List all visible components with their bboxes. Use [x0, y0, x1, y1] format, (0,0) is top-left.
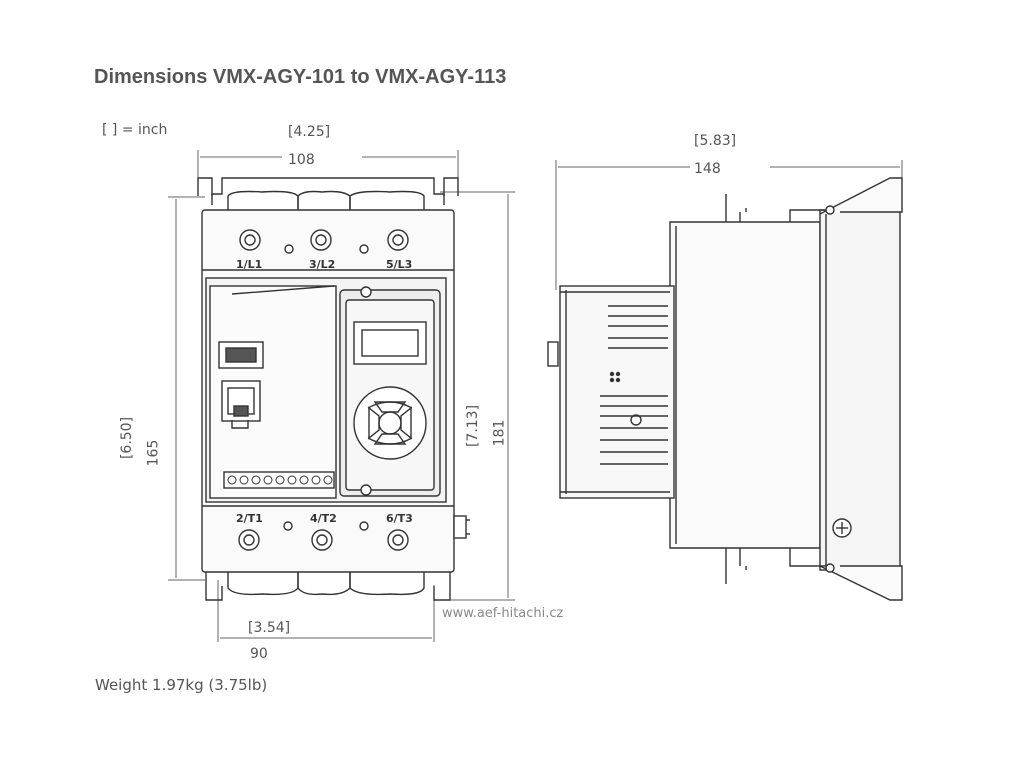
- page-title: Dimensions VMX-AGY-101 to VMX-AGY-113: [94, 66, 507, 88]
- io-terminal-screws: [227, 475, 333, 485]
- terminal-label-bottom-2: 4/T2: [310, 512, 337, 525]
- mount-width-mm: 90: [250, 646, 268, 662]
- bottom-terminal-screws: [238, 529, 409, 551]
- terminal-label-top-1: 1/L1: [236, 258, 262, 271]
- front-width-inch: [4.25]: [288, 124, 331, 140]
- top-terminal-screws: [239, 229, 409, 251]
- front-width-mm: 108: [288, 152, 315, 168]
- side-dimension-lines: [555, 160, 903, 290]
- watermark: www.aef-hitachi.cz: [442, 606, 564, 621]
- side-depth-inch: [5.83]: [694, 133, 737, 149]
- unit-note: [ ] = inch: [102, 122, 168, 138]
- mount-width-inch: [3.54]: [248, 620, 291, 636]
- terminal-label-bottom-3: 6/T3: [386, 512, 413, 525]
- weight-note: Weight 1.97kg (3.75lb): [95, 676, 268, 694]
- side-depth-mm: 148: [694, 161, 721, 177]
- terminal-label-top-2: 3/L2: [309, 258, 335, 271]
- terminal-label-bottom-1: 2/T1: [236, 512, 263, 525]
- front-view: [197, 177, 470, 601]
- side-view: [547, 177, 903, 601]
- terminal-label-top-3: 5/L3: [386, 258, 412, 271]
